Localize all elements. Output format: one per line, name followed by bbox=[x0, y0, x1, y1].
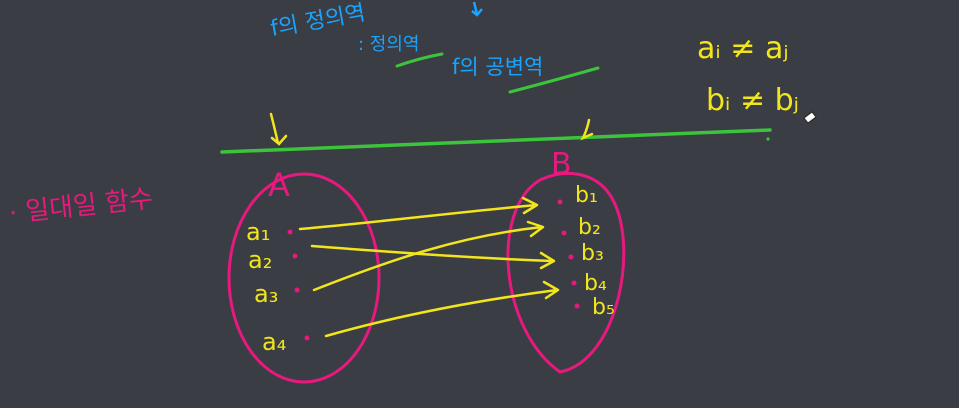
point-dot bbox=[287, 229, 293, 235]
set-a-element: a₃ bbox=[254, 280, 278, 308]
point-dot bbox=[292, 253, 298, 259]
domain-note-text: f의 정의역 bbox=[269, 1, 368, 42]
point-dot bbox=[561, 230, 567, 236]
down-arrow-icon bbox=[580, 118, 594, 141]
condition-b-text: bᵢ ≠ bⱼ bbox=[706, 83, 799, 118]
green-underline bbox=[508, 66, 600, 94]
domain-sub-note-text: : 정의역 bbox=[358, 34, 419, 55]
codomain-note-text: f의 공변역 bbox=[452, 55, 543, 79]
set-a-label: A bbox=[268, 166, 290, 204]
set-b-element: b₄ bbox=[584, 271, 607, 296]
point-dot bbox=[568, 254, 574, 260]
green-divider-line bbox=[220, 128, 772, 154]
topic-label-text: · 일대일 함수 bbox=[8, 184, 155, 229]
set-b-element: b₃ bbox=[581, 241, 604, 266]
set-b-element: b₁ bbox=[575, 183, 598, 208]
green-underline bbox=[395, 52, 444, 68]
mapping-arrow-a3-b2 bbox=[312, 220, 545, 292]
set-a-element: a₁ bbox=[246, 218, 270, 246]
green-dot bbox=[766, 137, 770, 141]
point-dot bbox=[304, 335, 310, 341]
set-a-ellipse bbox=[227, 172, 381, 384]
down-arrow-icon bbox=[471, 1, 483, 17]
mapping-arrow-a4-b4 bbox=[324, 280, 560, 338]
point-dot bbox=[571, 280, 577, 286]
condition-a-text: aᵢ ≠ aⱼ bbox=[697, 31, 789, 66]
point-dot bbox=[557, 199, 563, 205]
set-a-element: a₄ bbox=[262, 328, 286, 356]
set-b-ellipse bbox=[506, 171, 626, 374]
set-b-label: B bbox=[551, 147, 572, 182]
point-dot bbox=[574, 303, 580, 309]
down-arrow-icon bbox=[269, 112, 288, 146]
mapping-arrow-a1-b1 bbox=[298, 196, 539, 231]
set-a-element: a₂ bbox=[248, 246, 272, 274]
mapping-arrow-a2-b3 bbox=[310, 244, 556, 270]
set-b-element: b₂ bbox=[578, 215, 601, 240]
pen-cursor-icon bbox=[803, 111, 817, 124]
set-b-element: b₅ bbox=[592, 295, 615, 320]
point-dot bbox=[294, 287, 300, 293]
